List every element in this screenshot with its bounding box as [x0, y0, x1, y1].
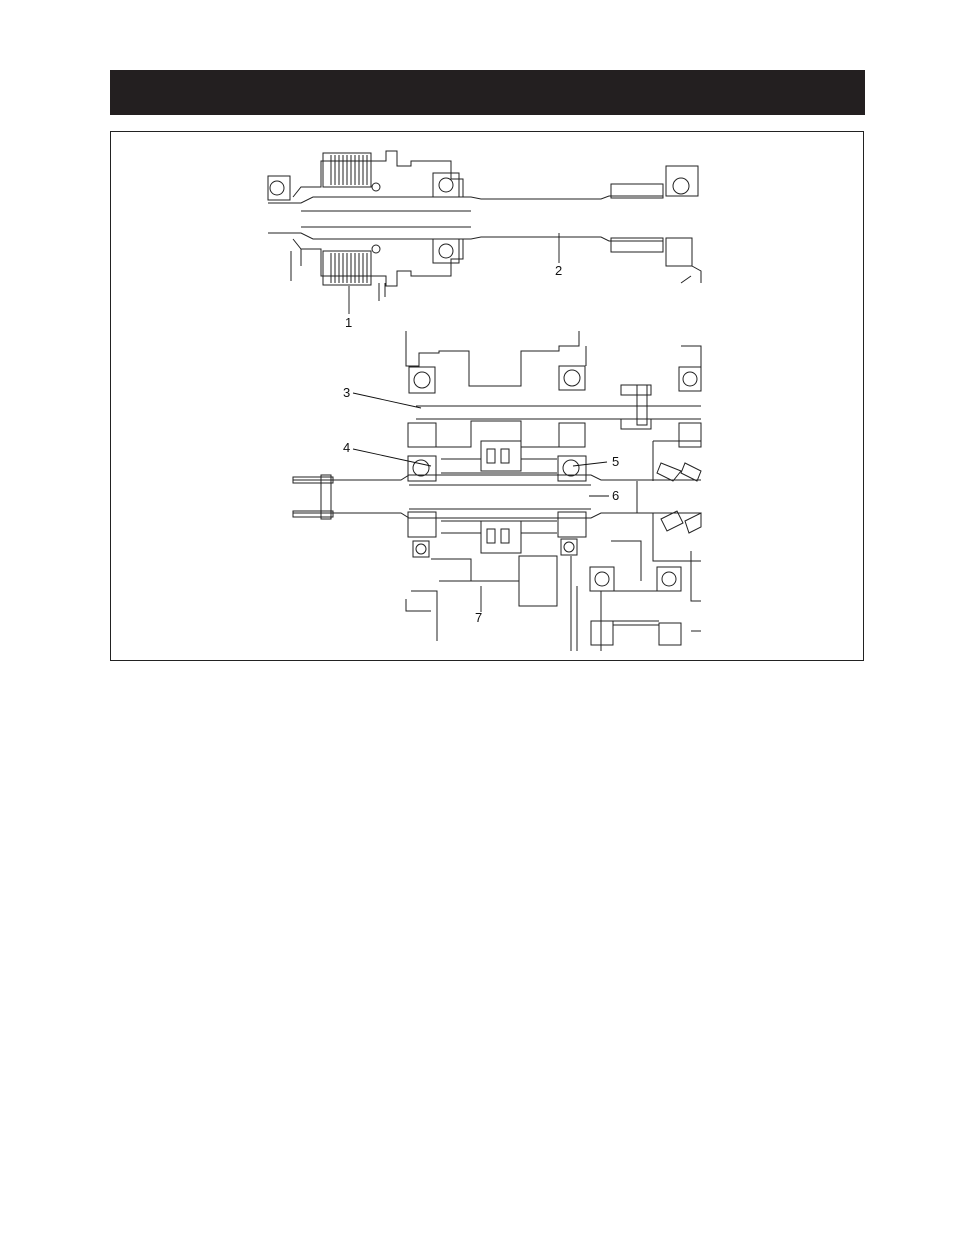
callout-2: 2 [555, 263, 562, 278]
clutch-plates-bottom [323, 251, 371, 285]
section-title-bar [110, 70, 865, 115]
lower-gearbox-assembly [293, 331, 701, 651]
callout-5: 5 [612, 454, 619, 469]
upper-shaft-assembly [268, 151, 701, 301]
callout-4: 4 [343, 440, 350, 455]
synchronizer-bottom [441, 521, 557, 553]
transmission-cross-section-figure: 1 2 3 4 5 6 7 [110, 131, 864, 661]
cross-section-drawing: 1 2 3 4 5 6 7 [111, 132, 865, 662]
callout-7: 7 [475, 610, 482, 625]
callout-6: 6 [612, 488, 619, 503]
callout-3: 3 [343, 385, 350, 400]
synchronizer-top [441, 441, 557, 473]
main-shaft [293, 475, 701, 519]
callout-1: 1 [345, 315, 352, 330]
clutch-plates-top [323, 153, 371, 187]
